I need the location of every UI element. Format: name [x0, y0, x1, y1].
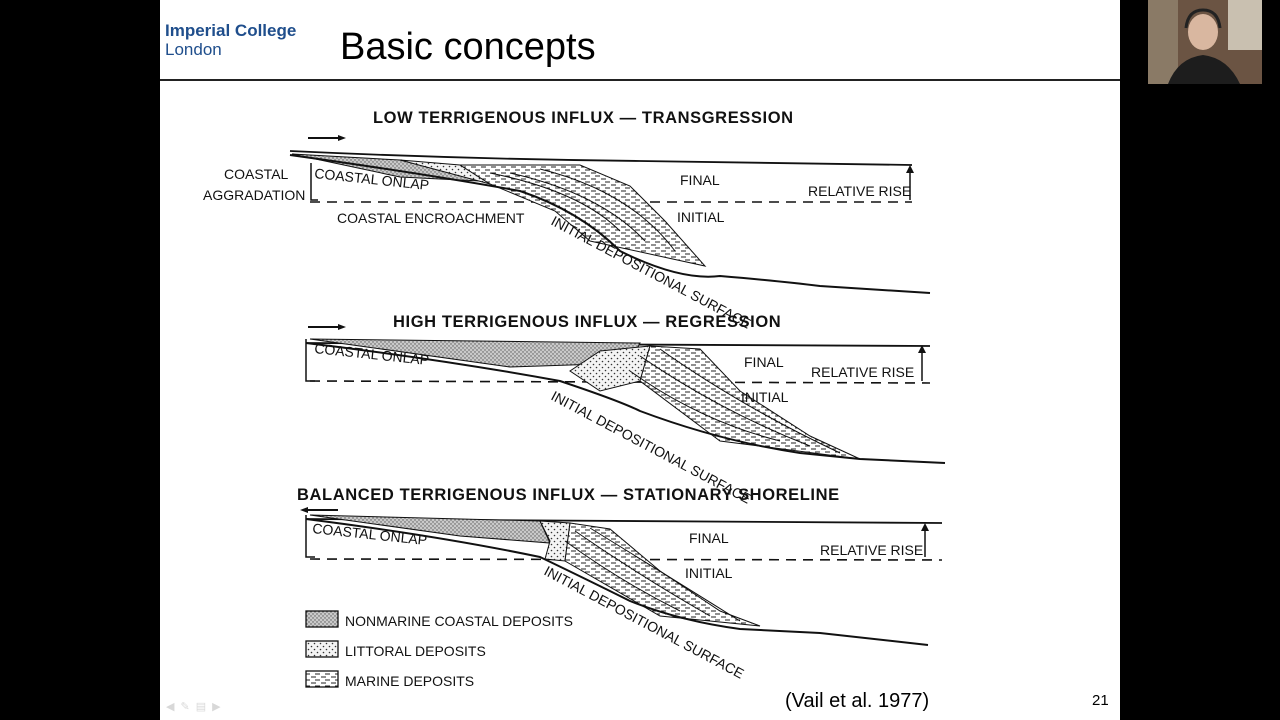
- panel3-clinoforms: [564, 527, 741, 622]
- legend-littoral-swatch: [305, 640, 339, 658]
- page-number: 21: [1092, 692, 1109, 709]
- panel2-marine: [639, 345, 861, 460]
- panel1-aggradation-bracket: [310, 163, 318, 201]
- arrow-head-icon: [338, 135, 346, 141]
- panel3-initial-sea-level: [309, 558, 943, 561]
- panel-transgression: LOW TERRIGENOUS INFLUX — TRANSGRESSION C…: [203, 109, 931, 332]
- logo-line-1: Imperial College: [165, 21, 297, 40]
- slide-title: Basic concepts: [340, 26, 596, 68]
- legend-littoral-label: LITTORAL DEPOSITS: [345, 643, 486, 659]
- panel2-label-initial: INITIAL: [741, 389, 789, 405]
- panel1-marine: [458, 164, 707, 267]
- imperial-college-logo: Imperial College London: [165, 21, 296, 59]
- slide-nav-controls[interactable]: ◀✎▤▶: [166, 700, 227, 713]
- legend: NONMARINE COASTAL DEPOSITS LITTORAL DEPO…: [305, 610, 573, 689]
- panel3-bracket: [305, 515, 315, 558]
- panel1-label-relative-rise: RELATIVE RISE: [808, 183, 911, 199]
- panel2-label-relative-rise: RELATIVE RISE: [811, 364, 914, 380]
- pen-icon[interactable]: ✎: [180, 701, 196, 713]
- panel2-label-final: FINAL: [744, 354, 784, 370]
- panel2-bracket: [305, 339, 315, 382]
- panel1-label-encroachment: COASTAL ENCROACHMENT: [337, 210, 525, 226]
- panel3-label-relative-rise: RELATIVE RISE: [820, 542, 923, 558]
- panel1-label-coastal: COASTAL: [224, 166, 289, 182]
- panel1-final-sea-level: [289, 150, 913, 166]
- panel3-caption: BALANCED TERRIGENOUS INFLUX — STATIONARY…: [297, 486, 840, 504]
- slide: Imperial College London Basic concepts: [160, 0, 1120, 720]
- panel1-caption: LOW TERRIGENOUS INFLUX — TRANSGRESSION: [373, 109, 794, 127]
- presenter-video-icon: [1148, 0, 1262, 84]
- panel3-label-initial: INITIAL: [685, 565, 733, 581]
- panel1-rise-arrowhead-icon: [906, 165, 914, 173]
- panel2-depositional-surface: [305, 342, 946, 464]
- panel3-depositional-surface: [305, 518, 929, 646]
- panel2-littoral: [569, 345, 651, 392]
- panel2-arrowhead-icon: [338, 324, 346, 330]
- panel2-clinoforms: [629, 348, 841, 454]
- panel-regression: HIGH TERRIGENOUS INFLUX — REGRESSION COA…: [305, 313, 946, 507]
- panel2-caption: HIGH TERRIGENOUS INFLUX — REGRESSION: [393, 313, 781, 331]
- title-divider: [160, 79, 1120, 81]
- citation: (Vail et al. 1977): [785, 690, 930, 712]
- menu-icon[interactable]: ▤: [195, 701, 213, 713]
- sequence-stratigraphy-figure: LOW TERRIGENOUS INFLUX — TRANSGRESSION C…: [203, 109, 946, 689]
- legend-marine-label: MARINE DEPOSITS: [345, 673, 474, 689]
- panel3-arrowhead-icon: [300, 507, 308, 513]
- panel1-depositional-surface: [289, 154, 931, 294]
- panel3-rise-arrowhead-icon: [921, 523, 929, 531]
- panel3-label-final: FINAL: [689, 530, 729, 546]
- panel1-label-final: FINAL: [680, 172, 720, 188]
- panel3-littoral: [539, 520, 571, 562]
- next-slide-icon[interactable]: ▶: [212, 701, 227, 713]
- panel1-label-initial: INITIAL: [677, 209, 725, 225]
- legend-nonmarine-label: NONMARINE COASTAL DEPOSITS: [345, 613, 573, 629]
- panel2-rise-arrowhead-icon: [918, 345, 926, 353]
- presenter-webcam: [1148, 0, 1262, 84]
- panel1-clinoforms: [489, 168, 676, 252]
- legend-marine-swatch: [305, 670, 339, 688]
- legend-nonmarine-swatch: [305, 610, 339, 628]
- panel3-marine: [564, 522, 761, 627]
- logo-line-2: London: [165, 40, 222, 59]
- panel1-label-aggradation: AGGRADATION: [203, 187, 305, 203]
- prev-slide-icon[interactable]: ◀: [166, 701, 181, 713]
